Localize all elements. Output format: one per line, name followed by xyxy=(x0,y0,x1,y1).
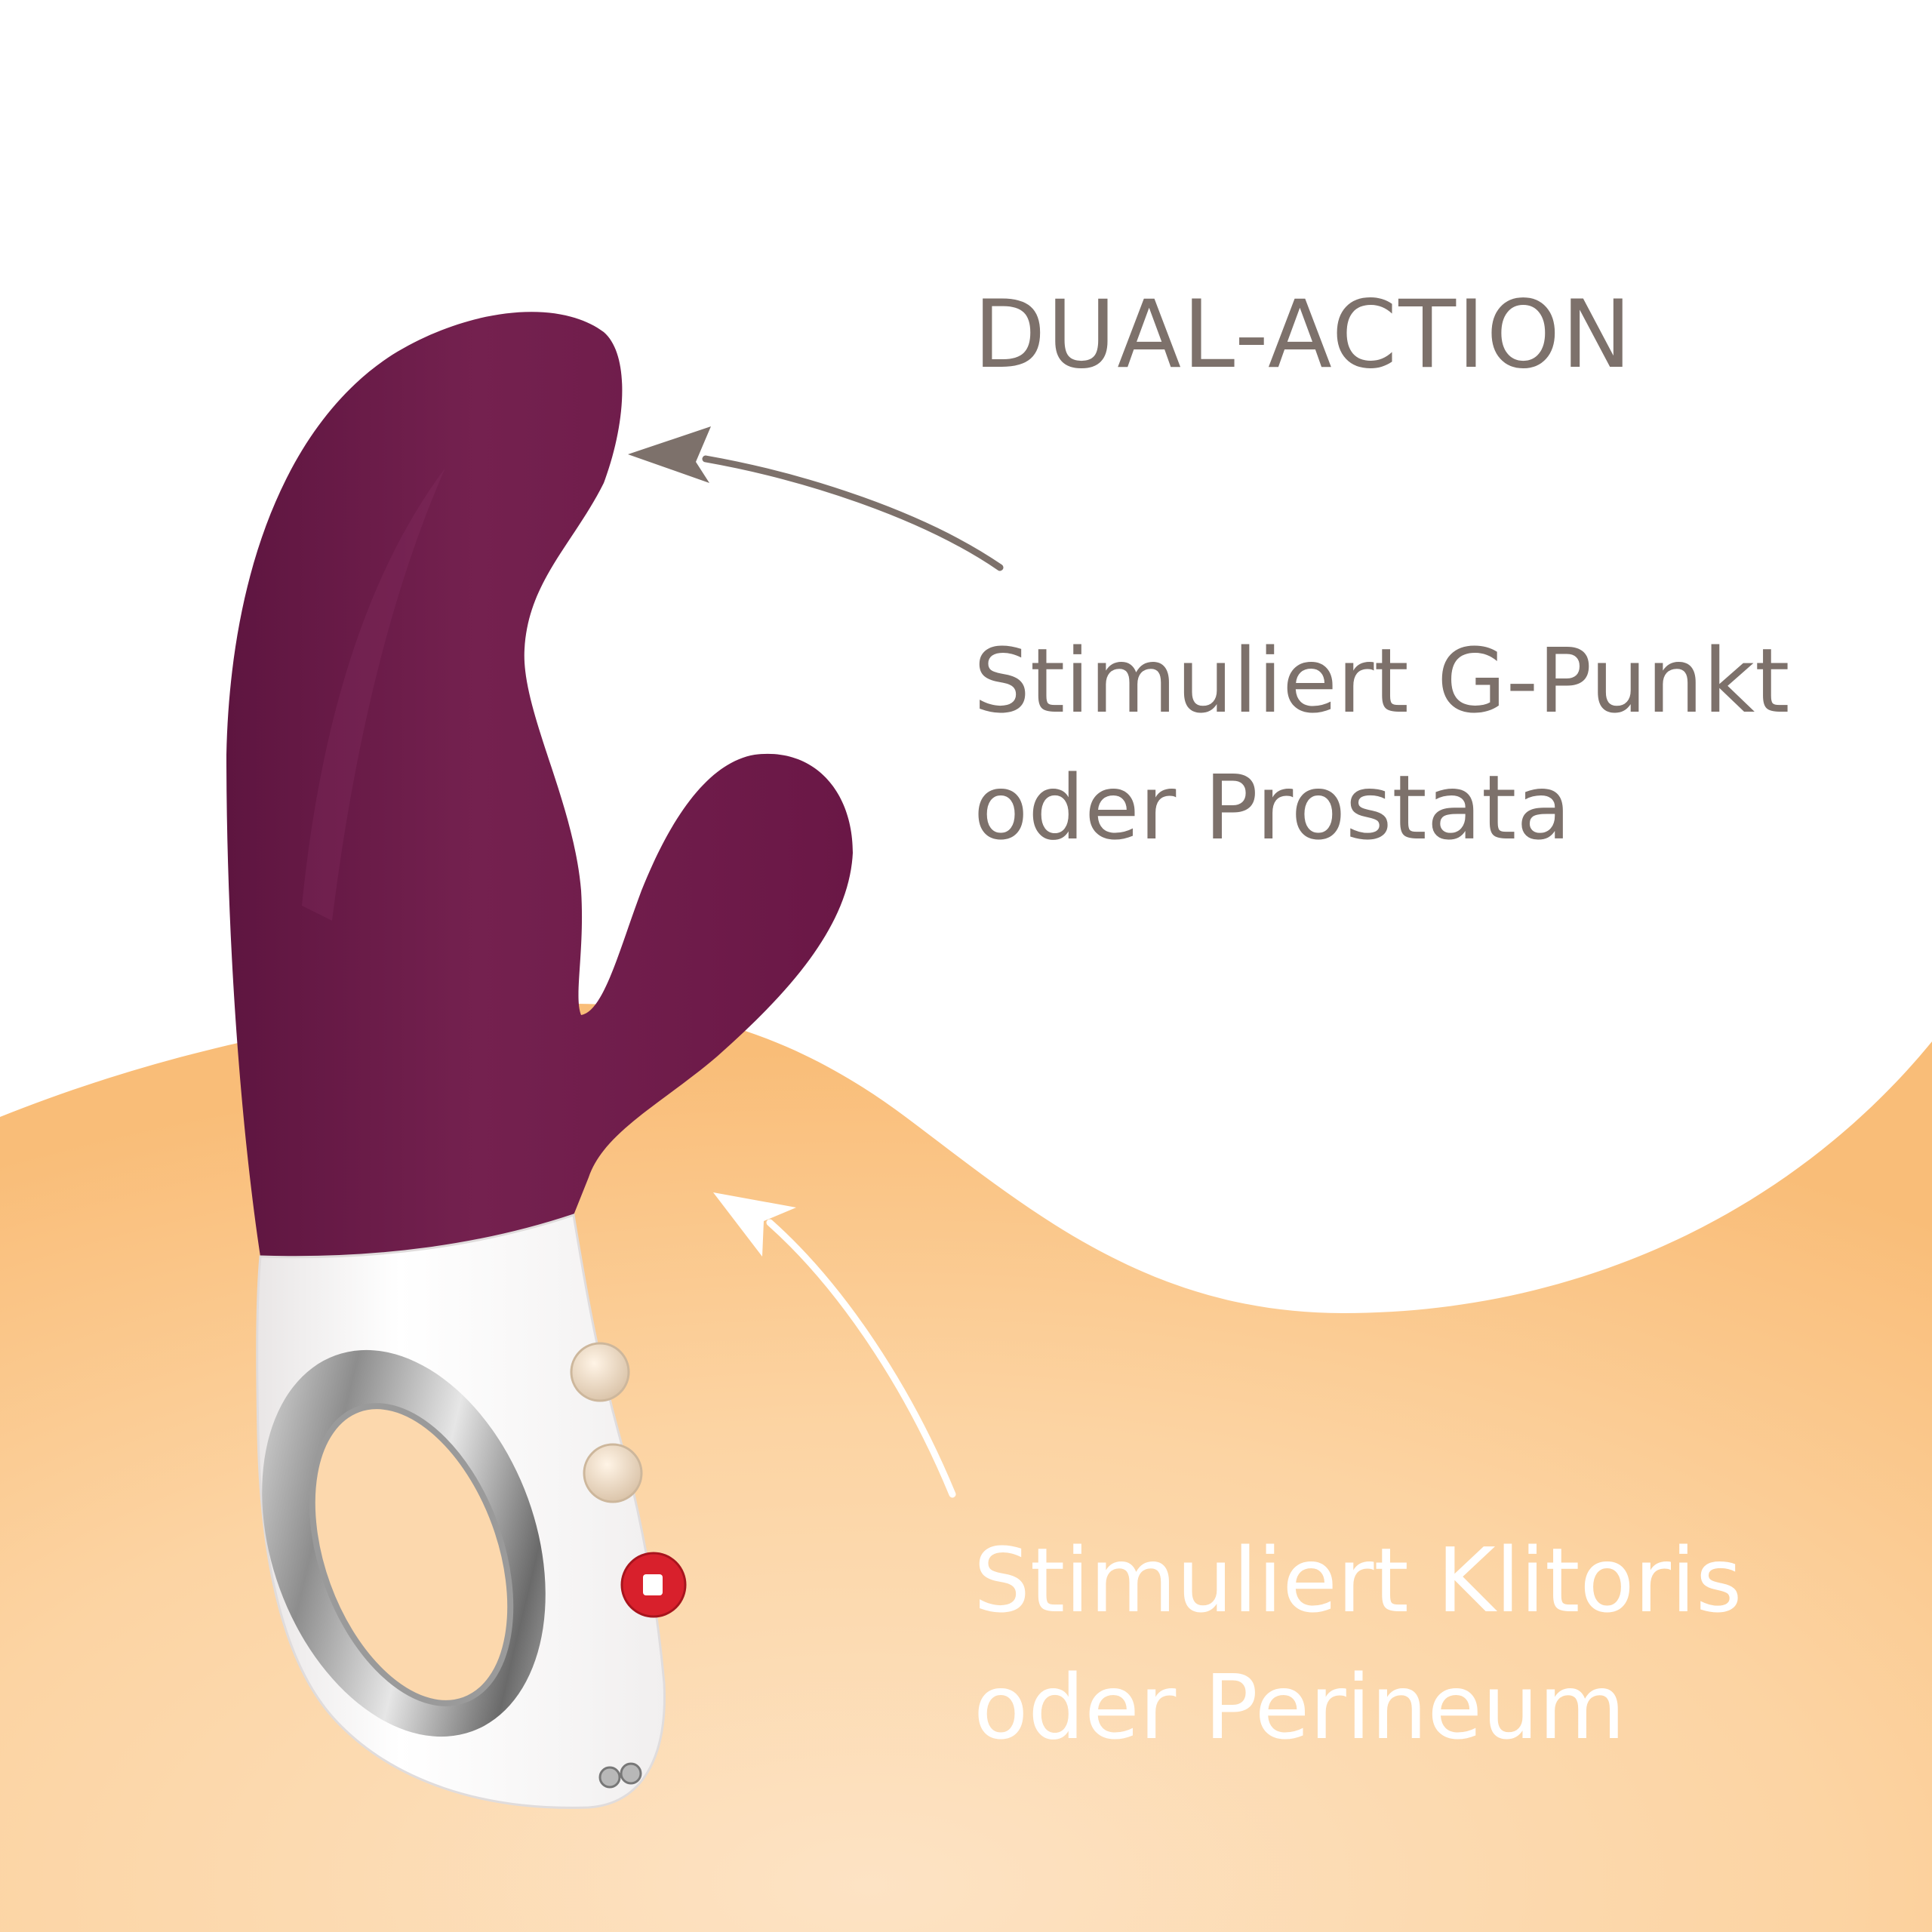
callout-gspot: Stimuliert G-Punkt oder Prostata xyxy=(974,617,1789,871)
charging-contact-left xyxy=(598,1766,621,1789)
callout-clitoris-line2: oder Perineum xyxy=(974,1655,1626,1759)
product-body-highlight xyxy=(302,468,445,921)
callout-clitoris-line1: Stimuliert Klitoris xyxy=(974,1528,1743,1632)
handle-ring-inner-edge xyxy=(309,1403,514,1706)
arrow-top-head xyxy=(628,426,711,483)
handle-ring-inner xyxy=(312,1406,511,1703)
charging-contact-right xyxy=(620,1762,642,1785)
callout-gspot-line2: oder Prostata xyxy=(974,755,1571,860)
arrow-top-shaft xyxy=(702,455,1004,571)
callout-gspot-line1: Stimuliert G-Punkt xyxy=(974,629,1790,733)
product-body xyxy=(226,312,853,1257)
arrow-bottom-head xyxy=(713,1192,796,1257)
callout-clitoris: Stimuliert Klitoris oder Perineum xyxy=(974,1517,1742,1770)
minus-button xyxy=(583,1443,643,1503)
power-button-logo xyxy=(643,1574,663,1595)
heading: DUAL-ACTION xyxy=(974,281,1633,389)
plus-button xyxy=(570,1342,630,1402)
arrow-bottom-shaft xyxy=(766,1219,956,1498)
